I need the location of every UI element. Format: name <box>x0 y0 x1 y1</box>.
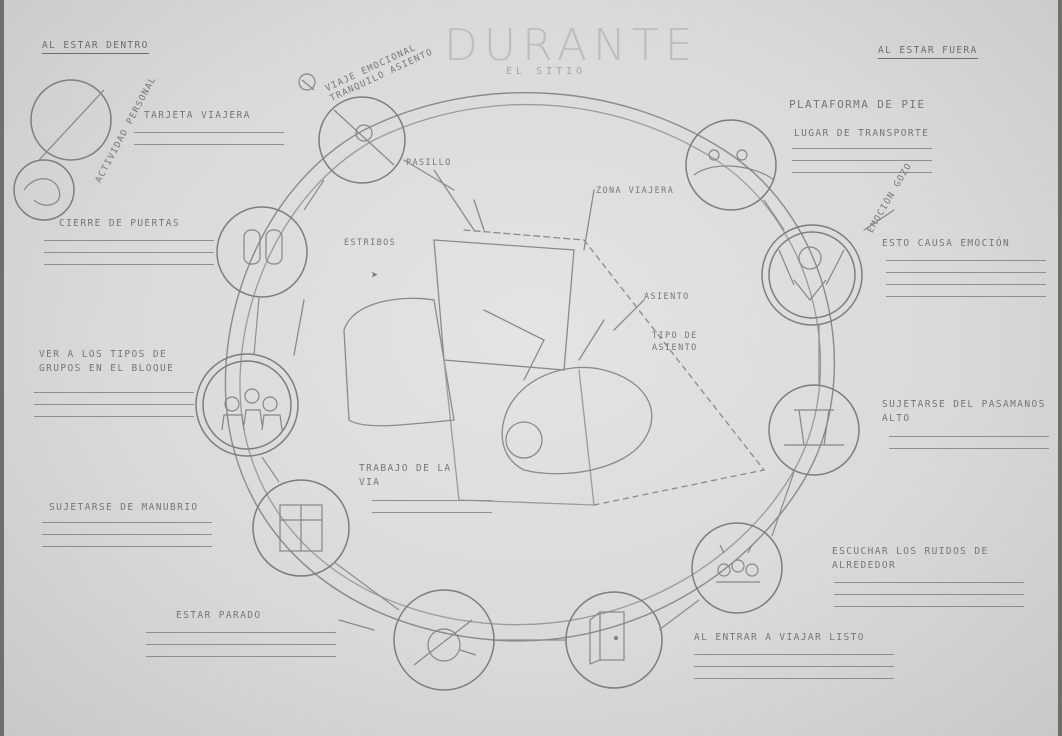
label-bajar: Al Entrar a Viajar Listo <box>694 632 865 643</box>
blank-lines <box>886 260 1046 308</box>
label-visualizar: Ver a los Tipos de Grupos en el Bloque <box>39 349 175 374</box>
label-escuchar: Escuchar los Ruidos de Alrededor <box>832 546 989 571</box>
section-header-inside: Al Estar Dentro <box>42 40 149 54</box>
label-zona-viajera: Zona Viajera <box>596 186 675 196</box>
blank-lines <box>134 132 284 156</box>
label-tipo-asiento: Tipo de Asiento <box>652 331 698 353</box>
blank-lines <box>834 582 1024 618</box>
label-estar-parado: Estar Parado <box>176 610 262 621</box>
blank-lines <box>889 436 1049 460</box>
label-sujetar: Sujetarse de Manubrio <box>49 502 199 513</box>
blank-lines <box>694 654 894 690</box>
label-asiento: Asiento <box>644 292 690 302</box>
label-tarjeta: Tarjeta Viajera <box>144 110 251 121</box>
page-subtitle: El Sitio <box>506 66 587 77</box>
page-title: DURANTE <box>444 20 699 71</box>
sketch-paper: DURANTE El Sitio Al Estar Dentro Al Esta… <box>4 0 1058 736</box>
label-causa: Esto Causa Emoción <box>882 238 1011 249</box>
label-estribos: Estribos <box>344 238 397 248</box>
blank-lines <box>146 632 336 668</box>
label-pasillo: Pasillo <box>406 158 452 168</box>
label-plataforma: Plataforma de Pie <box>789 98 926 111</box>
blank-lines <box>792 148 932 184</box>
label-trabajo-via: Trabajo de la Via <box>359 463 452 488</box>
journey-diagram <box>13 73 895 691</box>
slash-icon <box>38 89 105 161</box>
blank-lines <box>34 392 194 428</box>
blank-lines <box>42 522 212 558</box>
blank-lines <box>44 240 214 276</box>
arrow-icon: ➤ <box>371 268 380 282</box>
blank-lines <box>372 500 492 524</box>
label-lugar: Lugar de Transporte <box>794 128 930 139</box>
label-sujetarse-pasamanos: Sujetarse del Pasamanos Alto <box>882 399 1046 424</box>
section-header-outside: Al Estar Fuera <box>878 45 978 59</box>
label-cierre: Cierre de Puertas <box>59 218 181 229</box>
